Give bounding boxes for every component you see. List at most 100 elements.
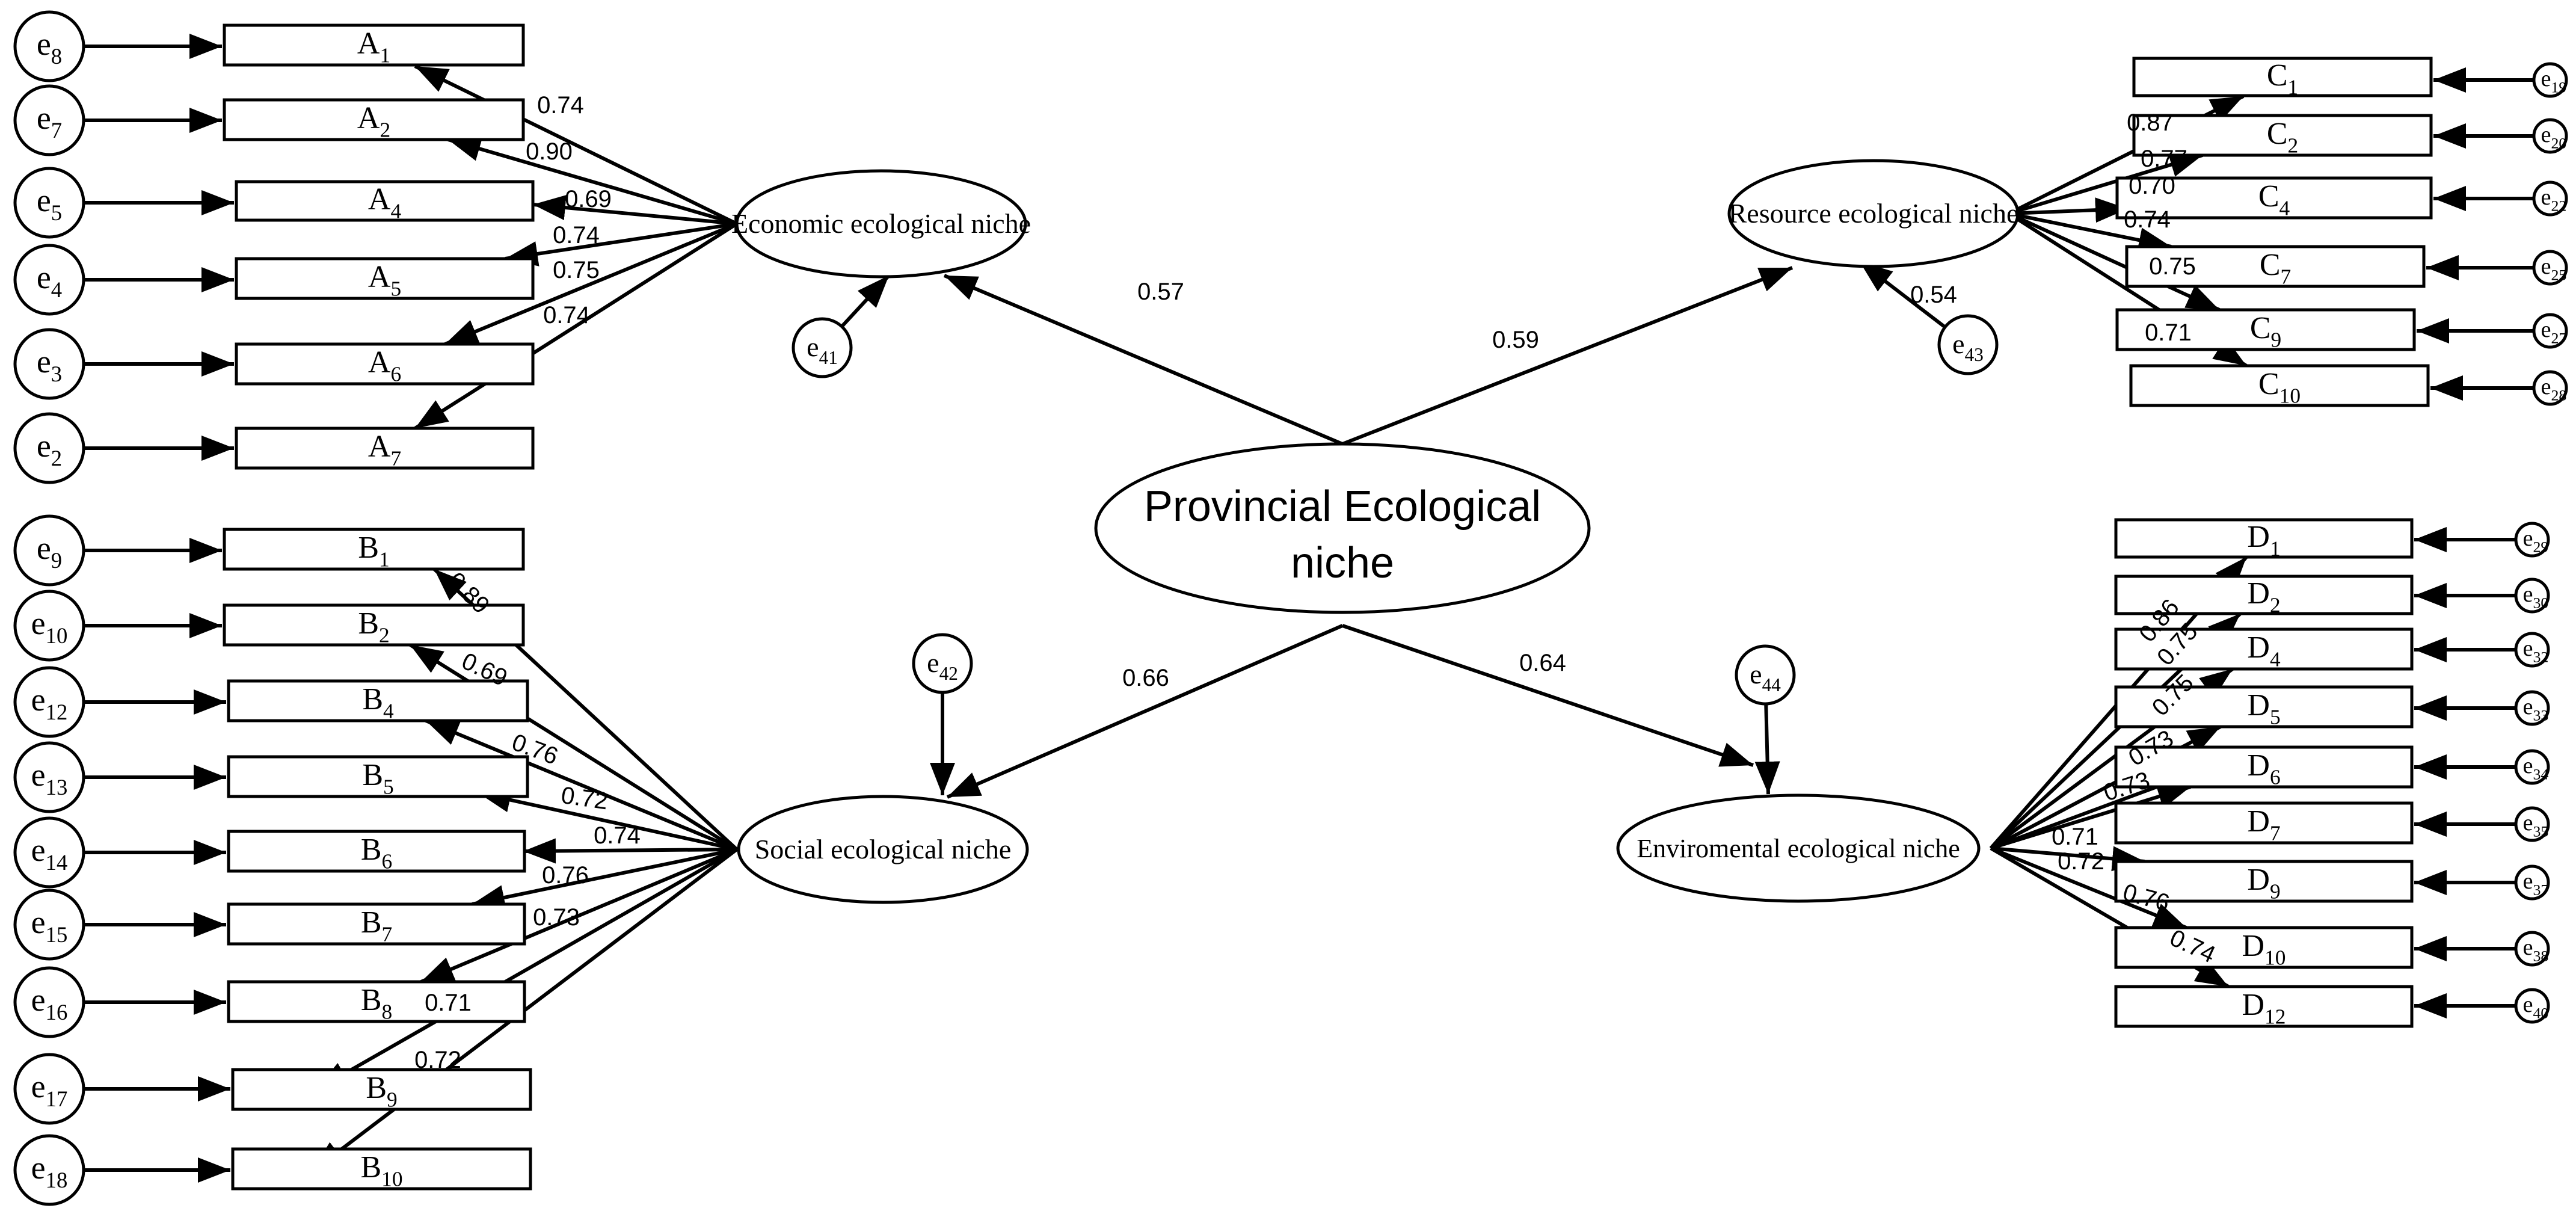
indicator-b4-error-label-letter: e xyxy=(31,682,46,718)
indicator-b5-label-subscript: 5 xyxy=(383,775,394,799)
indicator-c7-label: C7 xyxy=(2260,248,2291,289)
indicator-d12-label-subscript: 12 xyxy=(2264,1005,2286,1029)
indicator-a6-label-subscript: 6 xyxy=(390,362,401,386)
indicator-a5-box xyxy=(235,257,535,300)
indicator-b6-error-circle xyxy=(13,816,85,889)
indicator-c9-loading-value: 0.75 xyxy=(2149,253,2196,280)
indicator-c10-error-circle xyxy=(2532,370,2568,406)
indicator-d2-error-label-letter: e xyxy=(2523,582,2533,607)
indicator-d6-error-label-letter: e xyxy=(2523,753,2533,778)
indicator-a6-label: A6 xyxy=(368,345,401,386)
indicator-d9-loading-value: 0.72 xyxy=(2058,848,2104,875)
indicator-b7-error-label: e15 xyxy=(31,904,68,947)
indicator-d9-error-label-subscript: 37 xyxy=(2533,881,2549,899)
indicator-c1-label-subscript: 1 xyxy=(2288,75,2299,99)
indicator-b6-loading-value: 0.74 xyxy=(594,822,641,849)
indicator-d2-error-circle xyxy=(2514,578,2550,614)
indicator-c7-loading-value: 0.74 xyxy=(2124,206,2171,233)
indicator-c1-error-label: e19 xyxy=(2541,66,2567,96)
indicator-b2-loading-arrow xyxy=(409,643,738,851)
environmental-niche-ellipse xyxy=(1616,793,1981,903)
indicator-d9-label: D9 xyxy=(2247,863,2280,904)
environmental-residual-label-subscript: 44 xyxy=(1762,674,1781,695)
indicator-d1-error-label-letter: e xyxy=(2523,526,2533,551)
indicator-c2-loading-arrow xyxy=(2008,152,2203,215)
indicator-c7-error-label-letter: e xyxy=(2541,254,2551,279)
indicator-c2-error-label-letter: e xyxy=(2541,122,2551,147)
indicator-a2-label-letter: A xyxy=(357,101,380,135)
environmental-niche-label: Enviromental ecological niche xyxy=(1637,834,1960,863)
indicator-a1-error-circle xyxy=(13,10,85,82)
indicator-b7-error-label-letter: e xyxy=(31,904,46,940)
indicator-c2-label: C2 xyxy=(2267,117,2298,158)
indicator-c1-error-circle xyxy=(2532,62,2568,98)
indicator-d7-loading-arrow xyxy=(1990,784,2191,850)
indicator-b9-label-letter: B xyxy=(366,1071,387,1105)
indicator-a7-box xyxy=(235,427,535,470)
indicator-b8-loading-value: 0.73 xyxy=(533,904,580,931)
indicator-d1-label-subscript: 1 xyxy=(2270,537,2281,561)
indicator-a2-loading-value: 0.90 xyxy=(526,138,573,165)
indicator-a5-label-letter: A xyxy=(368,260,391,294)
indicator-c2-error-label-subscript: 20 xyxy=(2551,135,2567,152)
indicator-b1-error-label: e9 xyxy=(37,530,62,573)
indicator-b9-box xyxy=(231,1068,532,1111)
indicator-d1-box xyxy=(2114,518,2414,559)
indicator-d7-error-label: e35 xyxy=(2523,810,2549,840)
indicator-d12-error-label-letter: e xyxy=(2523,992,2533,1017)
indicator-a5-error-label-subscript: 4 xyxy=(51,277,62,302)
indicator-d5-error-label-letter: e xyxy=(2523,694,2533,719)
indicator-d9-label-letter: D xyxy=(2247,863,2270,897)
indicator-c9-label-letter: C xyxy=(2250,311,2271,345)
indicator-c7-error-label-subscript: 25 xyxy=(2551,266,2567,284)
indicator-c1-box xyxy=(2132,57,2433,97)
indicator-a7-label: A7 xyxy=(368,430,401,470)
economic-niche-ellipse xyxy=(735,169,1027,279)
path-center-to-economic xyxy=(943,274,1344,446)
indicator-c10-label: C10 xyxy=(2258,367,2301,408)
indicator-c4-box xyxy=(2115,176,2433,220)
indicator-b10-error-label: e18 xyxy=(31,1150,68,1192)
indicator-a4-label-letter: A xyxy=(368,182,391,217)
indicator-d2-box xyxy=(2114,575,2414,615)
indicator-a1-loading-value: 0.74 xyxy=(537,92,584,119)
environmental-residual-label-letter: e xyxy=(1750,659,1762,689)
indicator-a2-box xyxy=(223,98,525,141)
indicator-c2-loading-value: 0.77 xyxy=(2141,146,2187,172)
indicator-b8-error-circle xyxy=(13,966,85,1038)
indicator-b8-error-label-subscript: 16 xyxy=(46,1000,68,1024)
center-label-line2: niche xyxy=(1291,539,1394,587)
indicator-d9-error-label-letter: e xyxy=(2523,869,2533,894)
indicator-b5-error-label-letter: e xyxy=(31,757,46,793)
indicator-a6-error-label: e3 xyxy=(37,344,62,386)
indicator-a6-error-circle xyxy=(13,328,85,400)
indicator-b9-error-label-letter: e xyxy=(31,1068,46,1104)
indicator-c4-loading-value: 0.70 xyxy=(2129,173,2175,199)
indicator-a6-error-label-subscript: 3 xyxy=(51,362,62,386)
indicator-b2-label-subscript: 2 xyxy=(379,623,390,647)
indicator-d1-error-label: e29 xyxy=(2523,526,2549,556)
indicator-d10-box xyxy=(2114,926,2414,969)
indicator-a2-error-label: e7 xyxy=(37,100,62,143)
indicator-b5-label-letter: B xyxy=(362,758,383,792)
indicator-a6-label-letter: A xyxy=(368,345,391,380)
indicator-b8-error-label: e16 xyxy=(31,982,68,1024)
resource-residual-label-subscript: 43 xyxy=(1965,344,1984,365)
resource-residual-label: e43 xyxy=(1952,328,1984,365)
indicator-d10-error-label: e38 xyxy=(2523,935,2549,965)
indicator-d10-loading-arrow xyxy=(1990,846,2187,929)
indicator-a7-error-label-letter: e xyxy=(37,428,51,464)
indicator-a1-label-subscript: 1 xyxy=(380,43,390,67)
indicator-b2-label: B2 xyxy=(358,606,389,647)
indicator-b6-label: B6 xyxy=(361,833,392,873)
indicator-c10-loading-value: 0.71 xyxy=(2145,319,2192,346)
indicator-b5-error-label: e13 xyxy=(31,757,68,799)
indicator-d7-box xyxy=(2114,801,2414,845)
indicator-b4-error-label: e12 xyxy=(31,682,68,724)
indicator-b5-error-circle xyxy=(13,741,85,813)
indicator-b6-box xyxy=(227,830,526,873)
indicator-d12-error-label-subscript: 40 xyxy=(2533,1005,2549,1022)
indicator-a4-label: A4 xyxy=(368,182,402,223)
indicator-a4-error-label: e5 xyxy=(37,182,62,225)
